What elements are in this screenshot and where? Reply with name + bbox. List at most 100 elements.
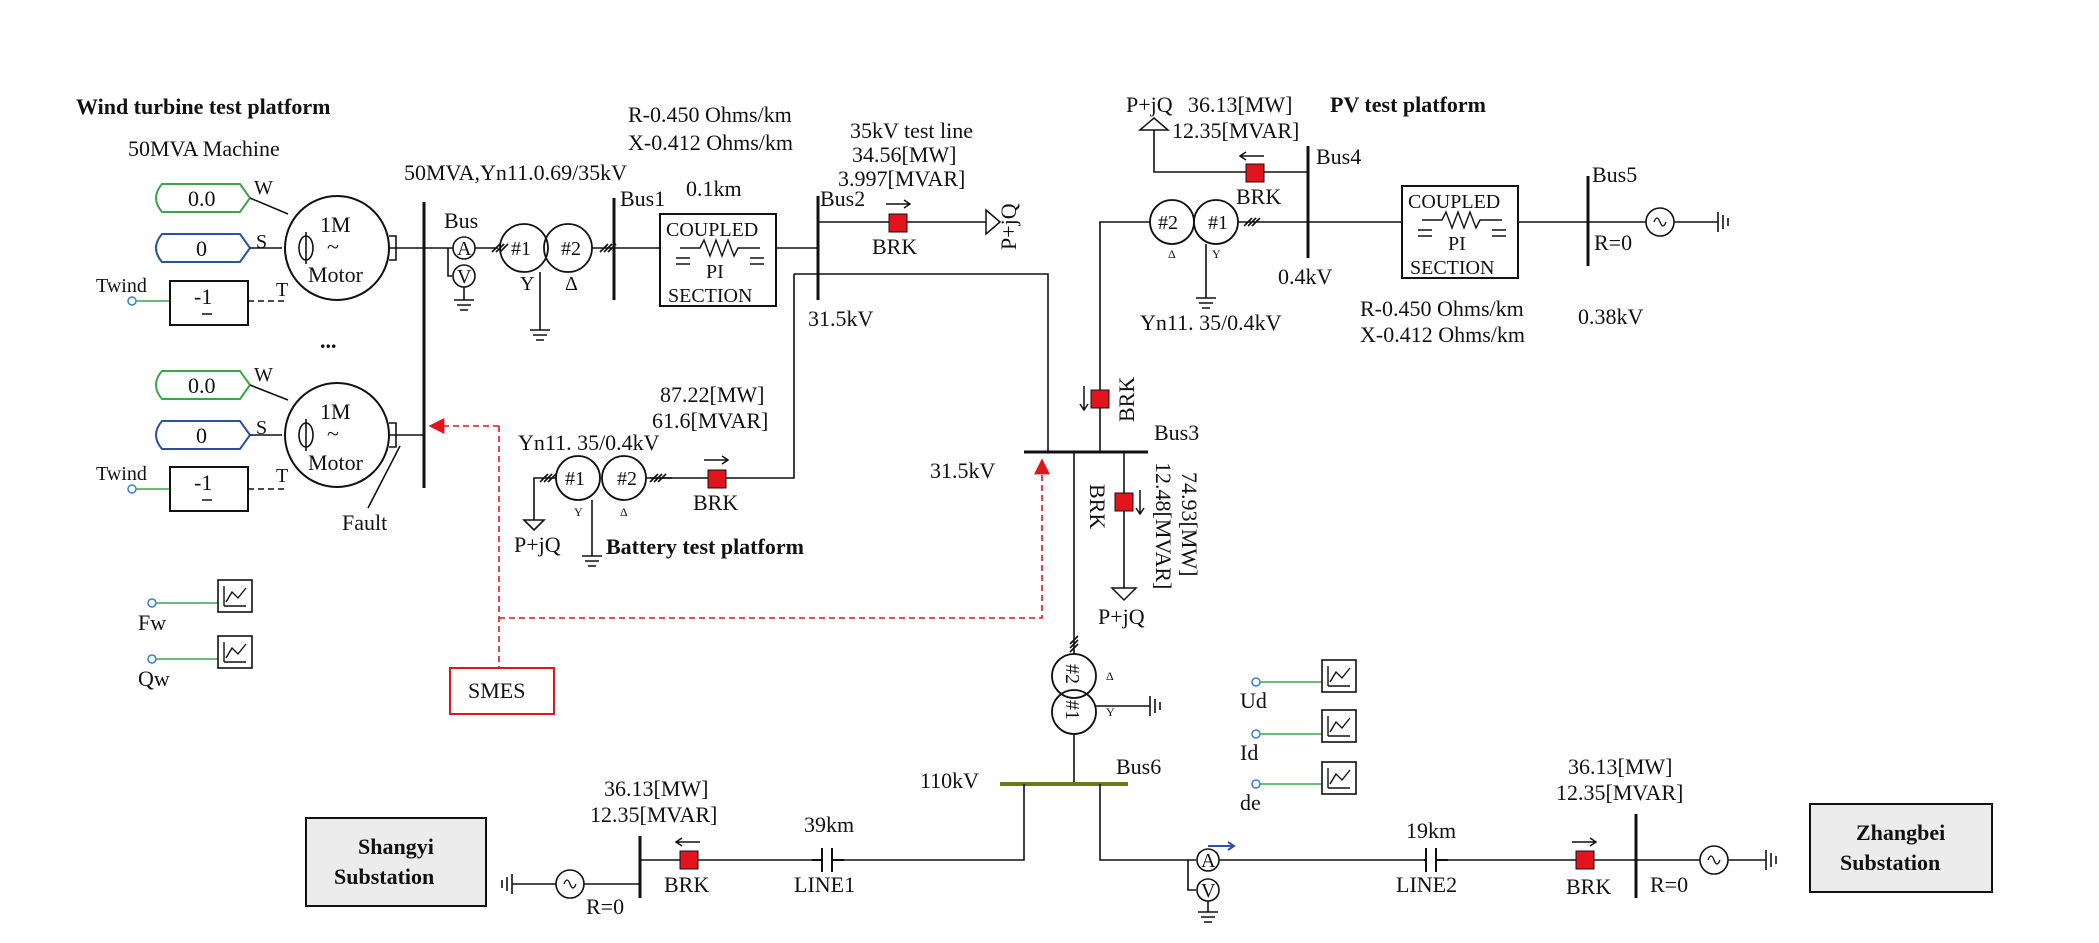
input-s-2[interactable]: 0: [155, 420, 252, 450]
zhangbei-substation[interactable]: Zhangbei Substation: [1809, 803, 1993, 893]
fw-label: Fw: [138, 610, 166, 635]
svg-text:#2: #2: [1061, 664, 1083, 684]
breaker-shangyi[interactable]: [679, 850, 699, 870]
input-s-1[interactable]: 0: [155, 233, 252, 263]
input-t-2[interactable]: -1: [169, 466, 249, 512]
bus2-to-battery: [720, 274, 795, 479]
bus3-label: Bus3: [1154, 420, 1199, 445]
scope-ud[interactable]: [1321, 659, 1357, 693]
trafo-1[interactable]: #1 #2 Y Δ: [499, 223, 593, 295]
shangyi-substation[interactable]: Shangyi Substation: [305, 817, 487, 907]
pv-trafo-to-bus4: [1238, 217, 1308, 227]
motor-ellipsis: ...: [320, 328, 337, 353]
svg-text:0.0: 0.0: [188, 373, 216, 398]
breaker-pv-bus3[interactable]: [1090, 389, 1110, 409]
svg-text:Substation: Substation: [1840, 850, 1940, 875]
motor-1-conn: [389, 235, 424, 261]
load-bus2: [985, 208, 1002, 236]
id-label: Id: [1240, 740, 1258, 765]
test-line-mvar: 3.997[MVAR]: [838, 166, 965, 191]
line1-length: 39km: [804, 812, 854, 837]
pi-section-2[interactable]: COUPLED PI SECTION: [1401, 185, 1519, 279]
line2-label: LINE2: [1396, 872, 1457, 897]
breaker-pv-bus3-arrow: [1079, 386, 1089, 412]
main-trafo[interactable]: #2 #1 Δ Y: [1051, 653, 1115, 735]
wind-platform-title: Wind turbine test platform: [76, 94, 330, 119]
zhangbei-mw: 36.13[MW]: [1568, 754, 1672, 779]
smes-block[interactable]: SMES: [449, 667, 555, 715]
pi-section-1[interactable]: COUPLED PI SECTION: [659, 213, 777, 307]
svg-text:V: V: [457, 266, 472, 288]
breaker-pv[interactable]: [1245, 163, 1265, 183]
load-bus2-pq: P+jQ: [996, 203, 1021, 250]
zhangbei-mvar: 12.35[MVAR]: [1556, 780, 1683, 805]
input-w-1[interactable]: 0.0: [155, 183, 252, 213]
breaker-bus3-load[interactable]: [1114, 492, 1134, 512]
input-t-1[interactable]: -1: [169, 280, 249, 326]
battery-pq: P+jQ: [514, 532, 561, 557]
svg-text:Y: Y: [520, 273, 534, 295]
motor-2[interactable]: 1M ~ Motor: [284, 382, 390, 488]
bus3-mw: 74.93[MW]: [1177, 472, 1202, 576]
svg-text:Δ: Δ: [1106, 669, 1114, 683]
bus5-label: Bus5: [1592, 162, 1637, 187]
pv-trafo-ground: [1196, 244, 1216, 309]
pv-load: [1137, 117, 1171, 131]
breaker-pv-arrow: [1238, 151, 1264, 161]
fw-node: [147, 598, 157, 608]
battery-ground: [582, 500, 602, 567]
zhangbei-r0: R=0: [1650, 872, 1688, 897]
motor-1[interactable]: 1M ~ Motor: [284, 195, 390, 301]
breaker-bus2-arrow: [886, 199, 912, 209]
v-31-5-bus2: 31.5kV: [808, 306, 874, 331]
scope-qw[interactable]: [217, 635, 253, 669]
trafo-pv[interactable]: #2 #1 Δ Y: [1149, 199, 1239, 261]
line1-len: 0.1km: [686, 176, 742, 201]
twind-node-2: [127, 484, 137, 494]
fault-label: Fault: [342, 510, 387, 535]
brk-label-pv: BRK: [1236, 184, 1281, 209]
svg-text:1M: 1M: [320, 399, 351, 424]
battery-mw: 87.22[MW]: [660, 382, 764, 407]
voltmeter-bus: V: [452, 264, 476, 288]
ammeter-bus: A: [452, 236, 476, 260]
svg-text:#2: #2: [617, 468, 637, 490]
qw-node: [147, 654, 157, 664]
scope-de[interactable]: [1321, 761, 1357, 795]
line2[interactable]: [1424, 848, 1448, 872]
motor-2-conn: [389, 422, 424, 448]
line1[interactable]: [812, 848, 844, 872]
breaker-battery[interactable]: [707, 469, 727, 489]
source-pv[interactable]: [1645, 207, 1675, 237]
scope-id[interactable]: [1321, 709, 1357, 743]
shangyi-ground: [501, 874, 556, 894]
voltmeter-wire: [447, 248, 452, 277]
id-node: [1251, 729, 1261, 739]
breaker-zhangbei[interactable]: [1575, 850, 1595, 870]
input-w-2[interactable]: 0.0: [155, 370, 252, 400]
shangyi-r0: R=0: [586, 894, 624, 919]
svg-text:Δ: Δ: [1168, 247, 1176, 261]
svg-text:A: A: [457, 238, 472, 260]
svg-text:#1: #1: [565, 468, 585, 490]
trafo-battery[interactable]: #1 #2 Y Δ: [555, 455, 647, 519]
svg-text:SMES: SMES: [468, 678, 525, 703]
t-label-1: T: [276, 279, 288, 301]
smes-to-bus3: [499, 458, 1050, 619]
svg-text:Δ: Δ: [620, 505, 628, 519]
svg-text:Y: Y: [1212, 247, 1221, 261]
ammeter-line2: A: [1196, 848, 1220, 872]
twind-label-2: Twind: [96, 463, 147, 485]
zhangbei-ground: [1728, 850, 1777, 870]
svg-text:Zhangbei: Zhangbei: [1856, 820, 1945, 845]
brk-label-zhangbei: BRK: [1566, 874, 1611, 899]
battery-trafo-rhs: [646, 473, 672, 483]
svg-text:#1: #1: [1208, 212, 1228, 234]
svg-text:Motor: Motor: [308, 262, 364, 287]
svg-text:#1: #1: [1061, 700, 1083, 720]
load-bus3: [1110, 587, 1138, 602]
scope-fw[interactable]: [217, 579, 253, 613]
breaker-bus2[interactable]: [888, 213, 908, 233]
source-zhangbei[interactable]: [1699, 845, 1729, 875]
source-shangyi[interactable]: [555, 869, 585, 899]
